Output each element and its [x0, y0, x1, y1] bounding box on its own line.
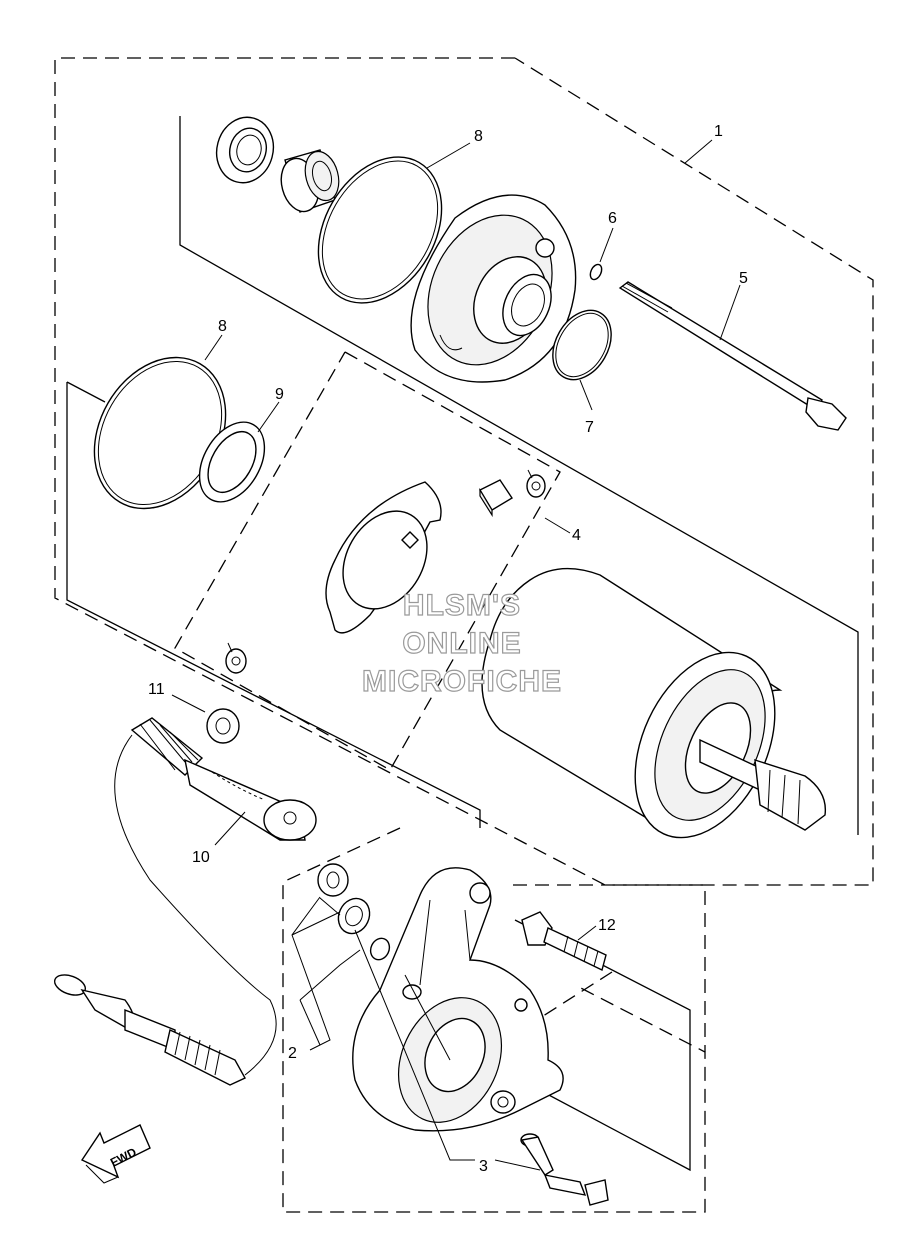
through-bolt-5: [618, 281, 847, 431]
nut-11: [206, 708, 240, 744]
washer-9: [198, 421, 266, 503]
brush-spring-top: [526, 469, 546, 498]
frame-left-top: [66, 381, 106, 403]
needle-bearing: [280, 149, 340, 213]
front-cover: [410, 194, 577, 383]
o-ring-6: [589, 263, 603, 281]
rear-bracket: [352, 867, 564, 1132]
brush-spring-bottom: [225, 642, 247, 674]
watermark: HLSM'S ONLINE MICROFICHE: [361, 588, 562, 698]
callout-6: 6: [608, 210, 617, 227]
brush: [479, 479, 513, 511]
kit-outline-4: [174, 351, 561, 771]
motor-yoke: [481, 567, 827, 839]
callout-2: 2: [288, 1045, 297, 1062]
bolt-12: [521, 911, 607, 971]
callout-1: 1: [714, 123, 723, 140]
bracket-outline: [282, 827, 706, 1213]
starter-cable-10: [130, 717, 317, 841]
armature-frame: [66, 382, 481, 828]
starter-cable-lower: [53, 974, 246, 1086]
o-ring-2: [369, 937, 391, 961]
bushing-2b: [337, 897, 371, 935]
callout-9: 9: [275, 386, 284, 403]
callout-11: 11: [148, 681, 165, 698]
callout-5: 5: [739, 270, 748, 287]
o-ring-8-top: [317, 156, 443, 304]
cable-wire: [114, 734, 277, 1076]
cover-frame: [179, 116, 859, 835]
callout-8-left: 8: [218, 318, 227, 335]
leader-lines: [171, 139, 741, 1171]
o-ring-7: [552, 309, 612, 381]
callout-8-top: 8: [474, 128, 483, 145]
brush-plate: [325, 481, 442, 634]
callout-7: 7: [585, 419, 594, 436]
bushing-2a: [317, 863, 349, 897]
watermark-line-1: HLSM'S: [403, 589, 521, 622]
watermark-line-3: MICROFICHE: [362, 665, 562, 698]
callout-4: 4: [572, 527, 581, 544]
callout-3: 3: [479, 1158, 488, 1175]
assembly-outline-1: [54, 57, 874, 886]
bolt-guide: [539, 971, 613, 1019]
fwd-arrow-icon: FWD: [80, 1124, 151, 1184]
callout-12: 12: [598, 917, 616, 934]
terminal-3: [520, 1133, 609, 1206]
watermark-line-2: ONLINE: [402, 627, 521, 660]
oil-seal: [215, 116, 275, 184]
callout-10: 10: [192, 849, 210, 866]
